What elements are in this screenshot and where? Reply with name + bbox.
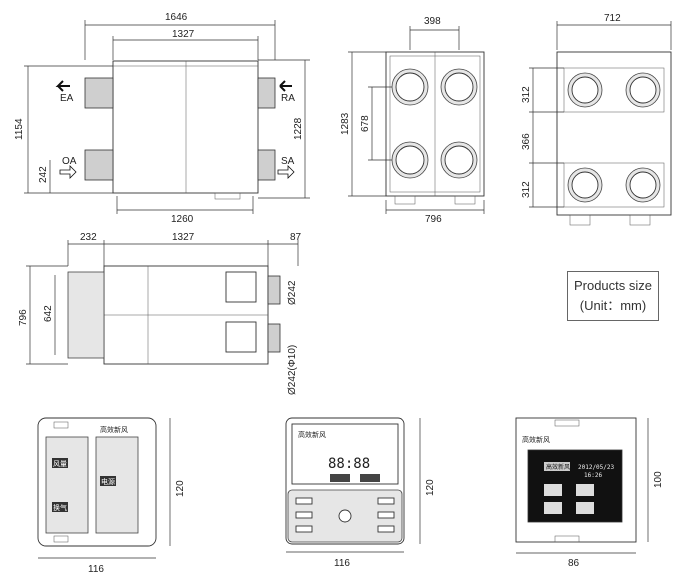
top-view: 1646 1327 EA RA OA SA 1154 242 [14,12,310,225]
btn-c-label: 电源 [101,477,115,486]
dim-duct-1: Ø242 [287,280,298,305]
screen-clock: 16:26 [584,472,602,479]
panel2-width: 116 [334,558,350,569]
side-view: 398 1283 678 796 [340,16,485,225]
dim-end-h1: 312 [521,86,532,103]
dim-front-left: 232 [80,232,97,243]
panel1-height: 120 [175,480,186,497]
dim-side-spacing: 678 [360,115,371,132]
label-ea: EA [60,93,74,104]
control-panel-2: 高效新风 88:88 116 120 [285,417,436,569]
dim-front-inner: 642 [43,305,54,322]
dim-side-height: 1283 [340,112,351,135]
dim-right-height: 1228 [293,117,304,140]
dim-oa-offset: 242 [38,166,49,183]
btn-a-label: 风量 [53,460,67,468]
panel2-height: 120 [425,479,436,496]
label-sa: SA [281,156,295,167]
btn-b-label: 换气 [53,503,67,512]
panel2-brand: 高效新风 [298,430,326,439]
dim-body-width: 1327 [172,29,195,40]
end-view: 712 312 366 312 [521,13,672,226]
dim-front-body: 1327 [172,232,195,243]
control-panel-1: 风量 换气 电源 高效新风 116 120 [37,417,186,575]
screen-title: 高效新风 [546,463,570,471]
panel3-width: 86 [568,558,580,569]
panel3-brand: 高效新风 [522,435,550,444]
dim-duct-2: Ø242(Φ10) [287,345,298,395]
note-line-2: (Unit：mm) [579,298,647,313]
products-size-note: Products size (Unit：mm) [567,271,659,321]
panel3-height: 100 [653,471,664,488]
note-line-1: Products size [573,278,653,293]
dim-height: 1154 [14,118,25,140]
panel1-brand: 高效新风 [100,425,128,434]
dim-bottom-width: 1260 [171,214,194,225]
front-view: 232 1327 87 796 642 Ø242 Ø242(Φ10) [18,232,302,395]
dim-side-bottom: 796 [425,214,442,225]
panel1-width: 116 [88,564,104,575]
dim-side-top: 398 [424,16,441,27]
dim-front-right: 87 [290,232,302,243]
dim-front-height: 796 [18,309,29,326]
control-panel-3: 高效新风 高效新风 2012/05/23 16:26 86 100 [515,417,664,569]
screen-date: 2012/05/23 [578,464,615,471]
dim-end-h3: 312 [521,181,532,198]
dim-end-h2: 366 [521,133,532,150]
dim-end-width: 712 [604,13,621,24]
dim-total-width: 1646 [165,12,188,23]
label-ra: RA [281,93,295,104]
panel2-time: 88:88 [328,456,370,472]
label-oa: OA [62,156,77,167]
